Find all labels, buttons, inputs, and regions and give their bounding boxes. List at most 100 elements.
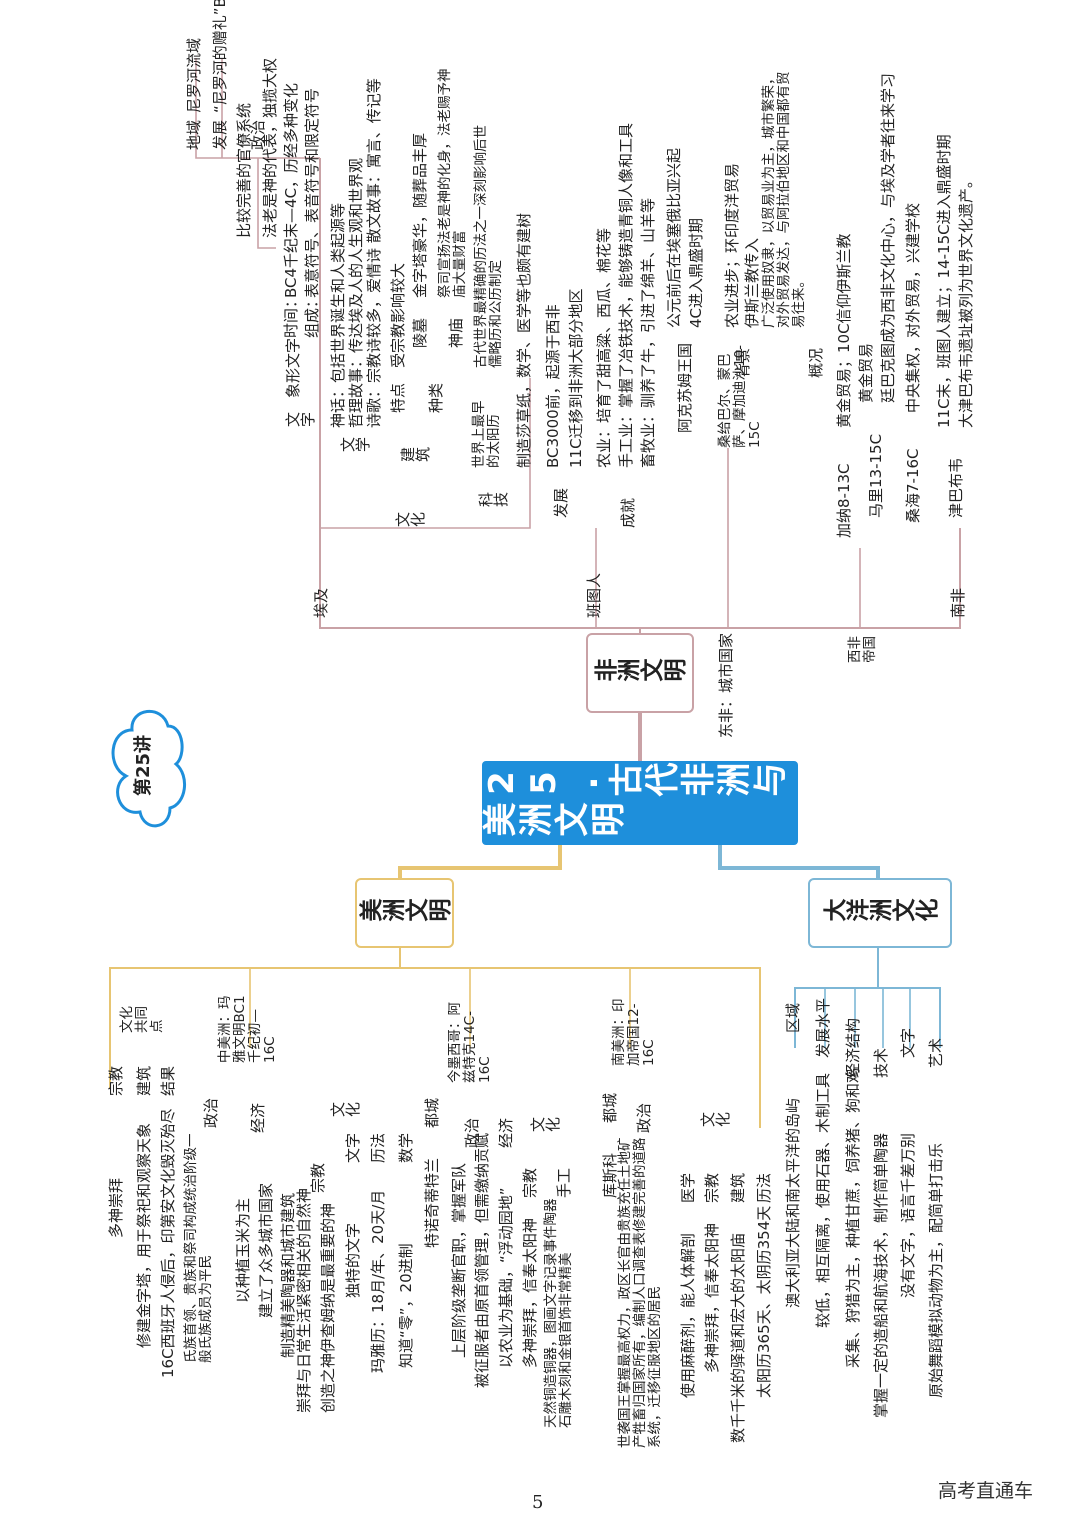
maya-writing-label: 文字 [344, 1132, 362, 1163]
maya-politics-label: 政治 [202, 1097, 220, 1128]
egypt-development-label: 发展 [211, 119, 229, 150]
aztec-craft-label: 手工 [555, 1167, 573, 1198]
aztec-craft-value: 天然铜造铜器，图画文字记录事件陶器石雕木刻和金银首饰非常精美 [543, 1198, 574, 1429]
south-africa-label: 南非 [949, 587, 967, 618]
inca-culture-label: 文化 [700, 1111, 730, 1129]
bantu-development-label: 发展 [552, 487, 570, 518]
inca-architecture-value: 数千千米的驿道和宏大的太阳庙 [729, 1232, 747, 1443]
americas-result-value: 16C西班牙人侵后，印第安文化毁灭殆尽 [159, 1108, 177, 1378]
africa-branch-label: 非洲文明 [586, 633, 694, 713]
inca-religion-value: 多神崇拜，信奉太阳神 [703, 1222, 721, 1373]
city-states-background-label: 背景 [734, 347, 752, 378]
watermark: 高考直通车 [938, 1480, 1034, 1502]
oceania-trunk-line [718, 845, 880, 882]
aztec-politics-item-1: 上层阶级垄断官职，掌握军队 [450, 1162, 468, 1358]
egypt-politics-line [257, 158, 276, 249]
inca-medicine-label: 医学 [679, 1172, 697, 1203]
egypt-writing-form-label: 组成： [303, 292, 321, 338]
east-africa-label: 东非：城市国家 [717, 632, 735, 738]
inca-architecture-label: 建筑 [729, 1172, 747, 1203]
americas-architecture-value: 修建金字塔，用于祭祀和观察天象 [135, 1122, 153, 1348]
oceania-item-value-2: 较低，相互隔离，使用石器、木制工具 [814, 1072, 832, 1328]
zimbabwe-label: 津巴布韦 [947, 457, 965, 518]
aztec-capital-value: 特诺奇蒂特兰 [423, 1157, 441, 1248]
city-states-background-2: 伊斯兰教传入 [743, 237, 761, 328]
egypt-politics-item-2: 法老是神的代表，独揽大权 [261, 57, 279, 238]
bantu-achievement-2: 手工业：掌握了冶铁技术，能够铸造青铜人像和工具 [617, 122, 635, 468]
songhai-item-1: 中央集权，对外贸易，兴建学校 [904, 202, 922, 413]
egypt-writing-sub-label: 象形文字 [284, 337, 302, 398]
maya-calendar-value: 玛雅历：18月/年、20天/月 [369, 1189, 387, 1373]
oceania-item-label-6: 艺术 [927, 1037, 945, 1068]
oceania-item-value-5: 没有文字，语言千差万别 [899, 1132, 917, 1298]
aztec-culture-label: 文化 [530, 1116, 560, 1134]
egypt-architecture-label: 建筑 [400, 446, 430, 464]
inca-calendar-value: 太阳历365天、太阴历354天 [755, 1205, 773, 1398]
oceania-item-value-3: 采集、狩猎为主，种植甘蔗，饲养猪、狗和鸡 [844, 1067, 862, 1368]
inca-politics-value: 世袭国王掌握最高权力，政区长官由贵族充任土地矿产牲畜归国家所有，编制人口调查表修… [617, 1137, 663, 1449]
egypt-architecture-feature-label: 特点 [389, 382, 407, 413]
africa-spine-bottom [640, 528, 961, 629]
inca-capital-value: 库斯科 [601, 1152, 619, 1198]
egypt-development-value: “尼罗河的赠礼”BC3500文明兴起 BC3100初步统一 [211, 0, 229, 113]
west-africa-label: 西非帝国 [847, 636, 878, 663]
oceania-item-value-1: 澳大利亚大陆和南太平洋的岛屿 [784, 1097, 802, 1308]
egypt-culture-line [320, 378, 531, 529]
oceania-item-label-2: 发展水平 [814, 997, 832, 1058]
zimbabwe-item-2: 大津巴布韦遗址被列为世界文化遗产。 [957, 172, 975, 428]
aztec-label: 今墨西哥：阿兹特克14C-16C [447, 1002, 493, 1083]
maya-religion-item-1: 崇拜与日常生活紧密相关的自然神 [295, 1187, 313, 1413]
egypt-writing-label: 文字 [285, 411, 315, 429]
africa-spine-top [319, 158, 641, 637]
egypt-architecture-feature-value: 受宗教影响较大 [389, 262, 407, 368]
mali-item-2: 廷巴克图成为西非文化中心，与埃及学者往来学习 [879, 72, 897, 403]
egypt-tomb-value: 金字塔豪华，随葬品丰厚 [411, 132, 429, 298]
egypt-culture-label: 文化 [395, 511, 425, 529]
americas-spine-top [109, 948, 401, 1088]
americas-result-label: 结果 [159, 1065, 177, 1096]
zimbabwe-item-1: 11C末，班图人建立；14-15C进入鼎盛时期 [935, 134, 953, 428]
city-states-overview-label: 概况 [807, 347, 825, 378]
aztec-religion-value: 多神崇拜，信奉太阳神 [521, 1217, 539, 1368]
maya-math-value: 知道“零”，20进制 [397, 1243, 415, 1368]
songhai-label: 桑海7-16C [904, 448, 922, 523]
americas-religion-value: 多神崇拜 [107, 1177, 125, 1238]
maya-politics-value: 氏族首领、贵族和祭司构成统治阶级一般氏族成员为平民 [183, 1133, 214, 1364]
egypt-region-line [195, 58, 320, 159]
maya-economy-label: 经济 [249, 1102, 267, 1133]
oceania-branch-label: 大洋洲文化 [808, 878, 952, 948]
inca-medicine-value: 使用麻醉剂，能人体解剖 [679, 1232, 697, 1398]
oceania-spine-top [794, 948, 879, 1048]
lecture-badge-text: 第25讲 [133, 734, 154, 796]
inca-religion-label: 宗教 [703, 1172, 721, 1203]
city-states-overview-value: 广泛使用奴隶，以贸易业为主，城市繁荣，对外贸易发达，与阿拉伯地区和中国都有贸易往… [761, 71, 807, 329]
aztec-economy-value: 以农业为基础，“浮动园地” [497, 1187, 515, 1368]
mali-item-1: 黄金贸易 [857, 342, 875, 403]
oceania-item-value-6: 原始舞蹈模拟动物为主，配简单打击乐 [927, 1142, 945, 1398]
maya-economy-item-1: 以种植玉米为主 [234, 1197, 252, 1303]
maya-economy-item-2: 建立了众多城市国家 [257, 1182, 275, 1318]
bantu-development-item-2: 11C迁移到非洲大部分地区 [567, 288, 585, 468]
lecture-badge: 第25讲 [100, 698, 192, 838]
central-title: 25.古代非洲与美洲文明 [482, 763, 788, 843]
egypt-literature-label: 文学 [340, 436, 370, 454]
maya-math-label: 数学 [397, 1132, 415, 1163]
oceania-item-label-4: 技术 [872, 1047, 890, 1078]
egypt-tomb-label: 陵墓 [411, 317, 429, 348]
egypt-literature-item-2: 哲理故事：传达埃及人的人生观和世界观 [347, 157, 365, 428]
egypt-science-label: 科技 [478, 491, 508, 509]
bantu-development-item-1: BC3000前，起源于西非 [544, 304, 562, 468]
mali-label: 马里13-15C [867, 433, 885, 518]
egypt-region-value: 尼罗河流域 [185, 37, 203, 113]
maya-label: 中美洲：玛雅文明BC1千纪初—16C [217, 995, 278, 1063]
americas-common-label: 文化共同点 [119, 1006, 165, 1033]
bantu-achievement-3: 畜牧业：驯养了牛，引进了绵羊、山羊等 [639, 197, 657, 468]
city-states-background-1: 农业进步；环印度洋贸易 [723, 162, 741, 328]
bantu-achievements-label: 成就 [619, 497, 637, 528]
americas-spine-bottom [400, 967, 761, 1128]
cloud-icon [111, 709, 186, 828]
central-topic: 25.古代非洲与美洲文明 [482, 761, 798, 845]
aztec-capital-label: 都城 [423, 1097, 441, 1128]
inca-capital-label: 都城 [601, 1092, 619, 1123]
